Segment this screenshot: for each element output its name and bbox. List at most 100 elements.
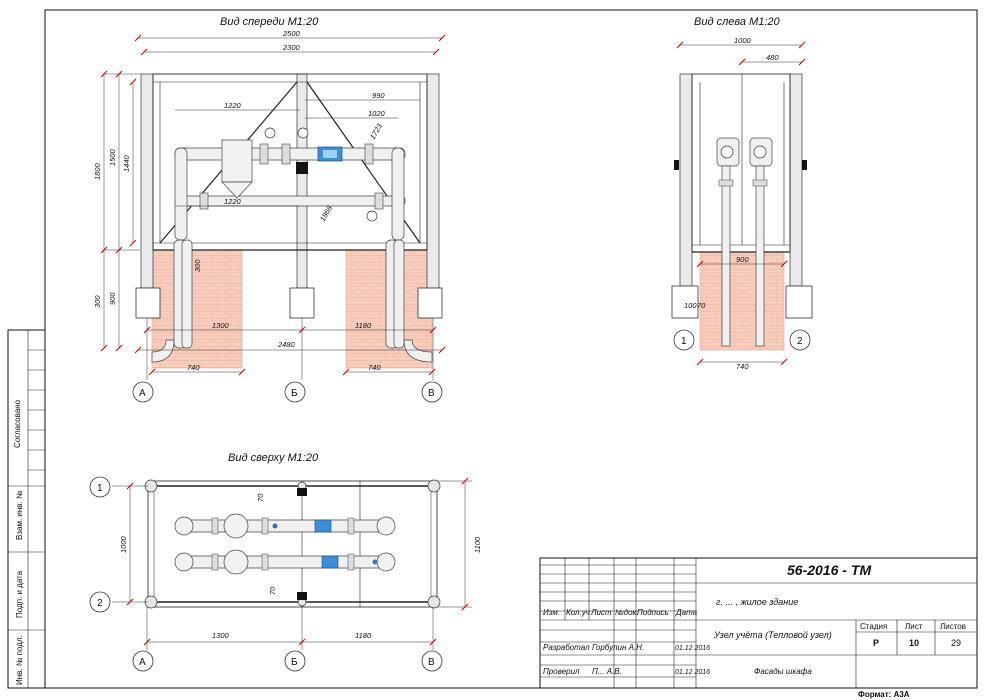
row-developer-role: Разработал	[543, 643, 590, 652]
front-dim-2300: 2300	[282, 43, 301, 52]
front-foundation-mid	[289, 287, 315, 319]
front-dim-990: 990	[372, 91, 385, 100]
row-checker-name: П... А.В.	[592, 667, 622, 676]
left-view: Вид слева М1:20 1000 480 900 100	[671, 16, 813, 371]
row-checker-date: 01.12 2016	[675, 669, 710, 676]
row-checker-role: Проверил	[543, 667, 580, 676]
front-dim-1440: 1440	[122, 154, 131, 172]
top-flow-meter-1	[314, 519, 332, 533]
sheets-label: Листов	[940, 622, 966, 631]
front-pressure-gauge-1	[264, 127, 276, 139]
front-dim-2500: 2500	[282, 29, 301, 38]
top-axis-b-marker	[284, 650, 306, 672]
left-dim-100: 100	[684, 301, 697, 310]
top-dim-1180: 1180	[355, 631, 372, 640]
front-strainer	[221, 139, 253, 183]
front-door-lock	[296, 162, 308, 174]
top-dim-1300: 1300	[212, 631, 230, 640]
front-view: Вид спереди М1:20	[93, 16, 446, 403]
sheet-value: 10	[909, 638, 919, 648]
front-dim-1500: 1500	[108, 148, 117, 166]
top-axis-a: А	[139, 657, 146, 668]
sheets-value: 29	[951, 638, 961, 648]
front-dim-1220-top: 1220	[224, 101, 242, 110]
unit-name: Узел учёта (Тепловой узел)	[713, 630, 832, 640]
front-axis-b-marker	[284, 381, 306, 403]
top-dim-1100: 1100	[473, 536, 482, 553]
top-dim-70-top: 70	[256, 493, 265, 502]
front-post-left	[140, 73, 154, 289]
front-axis-v: В	[428, 388, 435, 399]
top-dim-70-bottom: 70	[268, 586, 277, 595]
header-izm: Изм.	[543, 608, 560, 617]
left-axis-2: 2	[797, 336, 803, 347]
front-dim-2480: 2480	[277, 340, 296, 349]
left-dim-900: 900	[736, 255, 749, 264]
stamp-podp-data: Подп. и дата	[15, 570, 24, 618]
left-pit	[699, 251, 785, 351]
front-dim-300-left: 300	[93, 295, 102, 308]
title-object: г. ... , жилое здание	[716, 597, 798, 607]
format-label: Формат: А3А	[858, 690, 910, 699]
header-kol-uch: Кол.уч	[566, 608, 590, 617]
front-dim-300-pit: 300	[193, 259, 202, 272]
header-list: Лист	[590, 608, 612, 617]
top-axis-a-marker	[132, 650, 154, 672]
front-dim-1723: 1723	[368, 121, 385, 141]
top-axis-2: 2	[97, 598, 103, 609]
top-axis-1-marker	[89, 476, 111, 498]
top-axis-1: 1	[97, 483, 103, 494]
front-axis-b: Б	[291, 388, 298, 399]
title-block: 56-2016 - ТМ г. ... , жилое здание Изм. …	[539, 557, 978, 699]
front-axis-a-marker	[132, 381, 154, 403]
top-view: Вид сверху М1:20	[89, 452, 482, 672]
sheet-label: Лист	[905, 622, 923, 631]
left-dim-480: 480	[766, 53, 779, 62]
stamp-vzam-inv: Взам. инв. №	[15, 490, 24, 540]
left-dim-1000: 1000	[734, 36, 752, 45]
row-developer-date: 01.12 2016	[675, 645, 710, 652]
front-foundation-right	[417, 287, 443, 319]
front-dim-1800: 1800	[93, 162, 102, 180]
top-axis-v: В	[428, 657, 435, 668]
front-dim-900: 900	[108, 292, 117, 305]
front-post-mid	[296, 73, 308, 289]
left-dim-70: 70	[697, 301, 706, 310]
stamp-inv-podl: Инв. № подл.	[15, 635, 24, 685]
top-axis-2-marker	[89, 591, 111, 613]
left-dim-740: 740	[736, 362, 749, 371]
stage-value: Р	[873, 638, 879, 648]
left-axis-1: 1	[681, 336, 687, 347]
front-dim-1300: 1300	[212, 321, 230, 330]
front-post-right	[426, 73, 440, 289]
left-axis-2-marker	[789, 329, 811, 351]
sheet-name: Фасады шкафа	[754, 667, 812, 676]
top-view-title: Вид сверху М1:20	[228, 452, 319, 464]
front-foundation-left	[135, 287, 161, 319]
front-axis-v-marker	[421, 381, 443, 403]
stage-label: Стадия	[860, 622, 887, 631]
header-data: Дата	[675, 608, 698, 617]
header-ndok: №док.	[615, 608, 639, 617]
stamp-soglasovano: Согласовано	[13, 399, 22, 448]
front-pressure-gauge-2	[297, 127, 309, 139]
left-axis-1-marker	[673, 329, 695, 351]
front-dim-1220-mid: 1220	[224, 197, 242, 206]
row-developer-name: Горбулин А.Н.	[592, 643, 644, 652]
front-dim-1020: 1020	[368, 109, 386, 118]
front-pressure-gauge-3	[366, 210, 378, 222]
top-axis-v-marker	[421, 650, 443, 672]
left-view-title: Вид слева М1:20	[694, 16, 781, 28]
top-axis-b: Б	[291, 657, 298, 668]
front-dim-740-left: 740	[187, 363, 200, 372]
top-flow-meter-2	[321, 555, 339, 569]
front-dim-740-right: 740	[368, 363, 381, 372]
front-dim-1180: 1180	[355, 321, 372, 330]
front-axis-a: А	[139, 388, 146, 399]
top-dim-1000: 1000	[119, 535, 128, 553]
header-podpis: Подпись	[637, 608, 669, 617]
side-stamp: Согласовано Взам. инв. № Подп. и дата Ин…	[7, 329, 46, 689]
front-view-title: Вид спереди М1:20	[220, 16, 319, 28]
title-code: 56-2016 - ТМ	[787, 562, 872, 578]
